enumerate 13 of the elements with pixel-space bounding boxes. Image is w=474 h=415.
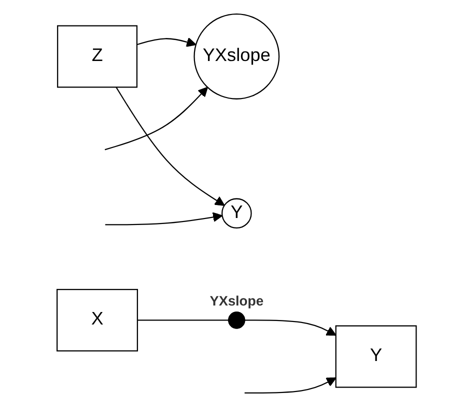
junction-dot	[228, 312, 246, 329]
node-caption: YXslope	[210, 293, 264, 308]
arrow	[105, 86, 208, 150]
circle-node: YXslope	[194, 14, 280, 100]
arrow	[106, 212, 224, 226]
arrow	[244, 320, 337, 336]
arrow	[137, 37, 197, 47]
process-box: X	[56, 288, 138, 352]
circle-node: Y	[222, 198, 252, 228]
process-box: Y	[336, 325, 418, 388]
arrow	[244, 377, 337, 394]
arrow	[116, 86, 226, 206]
process-box: Z	[57, 25, 138, 88]
